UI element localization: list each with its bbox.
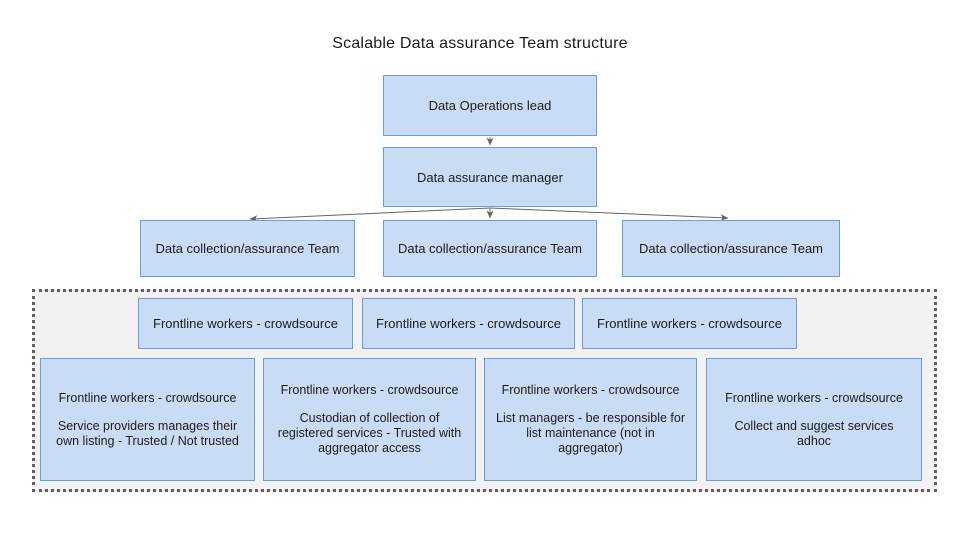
node-label: Frontline workers - crowdsource [597,316,782,331]
node-label: Frontline workers - crowdsource [58,390,237,405]
node-data-collection-team-2: Data collection/assurance Team [383,220,597,277]
node-data-collection-team-3: Data collection/assurance Team [622,220,840,277]
node-label: Data collection/assurance Team [397,241,583,256]
arrow-manager-to-team-3 [489,207,729,222]
node-frontline-workers-1: Frontline workers - crowdsource [138,298,353,349]
node-frontline-workers-2: Frontline workers - crowdsource [362,298,575,349]
node-description: Service providers manages their own list… [56,418,239,448]
node-description: List managers - be responsible for list … [496,411,685,455]
node-frontline-list-managers: Frontline workers - crowdsource List man… [484,358,697,481]
node-data-collection-team-1: Data collection/assurance Team [140,220,355,277]
node-label: Data collection/assurance Team [638,241,824,256]
page-title: Scalable Data assurance Team structure [332,35,628,52]
node-data-operations-lead: Data Operations lead [383,75,597,136]
node-frontline-service-providers: Frontline workers - crowdsource Service … [40,358,255,481]
node-description: Custodian of collection of registered se… [277,411,462,455]
node-label: Frontline workers - crowdsource [153,316,338,331]
node-frontline-custodian: Frontline workers - crowdsource Custodia… [263,358,476,481]
node-label: Frontline workers - crowdsource [280,383,459,397]
node-label: Data Operations lead [428,98,552,113]
node-data-assurance-manager: Data assurance manager [383,147,597,207]
node-label: Frontline workers - crowdsource [376,316,561,331]
node-frontline-workers-3: Frontline workers - crowdsource [582,298,797,349]
node-label: Data assurance manager [417,169,563,185]
arrow-manager-to-team-1 [249,207,491,223]
node-description: Collect and suggest services adhoc [734,418,894,448]
node-label: Frontline workers - crowdsource [725,390,903,405]
node-label: Frontline workers - crowdsource [501,383,680,397]
node-label: Data collection/assurance Team [155,241,340,256]
node-frontline-collect-suggest: Frontline workers - crowdsource Collect … [706,358,922,481]
